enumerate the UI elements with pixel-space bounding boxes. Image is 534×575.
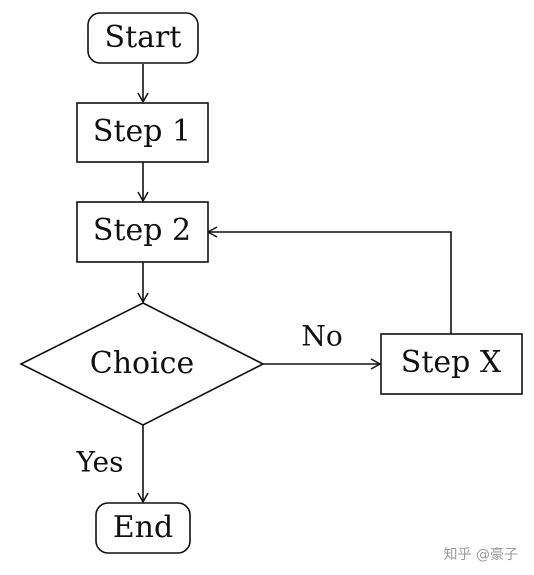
choice-decision-node: Choice bbox=[19, 302, 265, 426]
end-node: End bbox=[95, 502, 191, 554]
step2-node-label: Step 2 bbox=[93, 213, 191, 248]
arrow-stepx-to-step2 bbox=[206, 226, 452, 334]
start-node-label: Start bbox=[105, 20, 182, 55]
no-edge-label: No bbox=[301, 320, 342, 353]
stepx-node-label: Step X bbox=[401, 345, 502, 380]
yes-edge-label: Yes bbox=[76, 446, 124, 479]
end-node-label: End bbox=[113, 510, 173, 545]
choice-node-label: Choice bbox=[90, 346, 195, 381]
watermark-text: 知乎 @豪子 bbox=[444, 546, 518, 563]
step2-node: Step 2 bbox=[76, 201, 209, 263]
step1-node-label: Step 1 bbox=[93, 114, 191, 149]
start-node: Start bbox=[87, 12, 199, 64]
stepx-node: Step X bbox=[380, 333, 523, 395]
step1-node: Step 1 bbox=[76, 102, 209, 163]
